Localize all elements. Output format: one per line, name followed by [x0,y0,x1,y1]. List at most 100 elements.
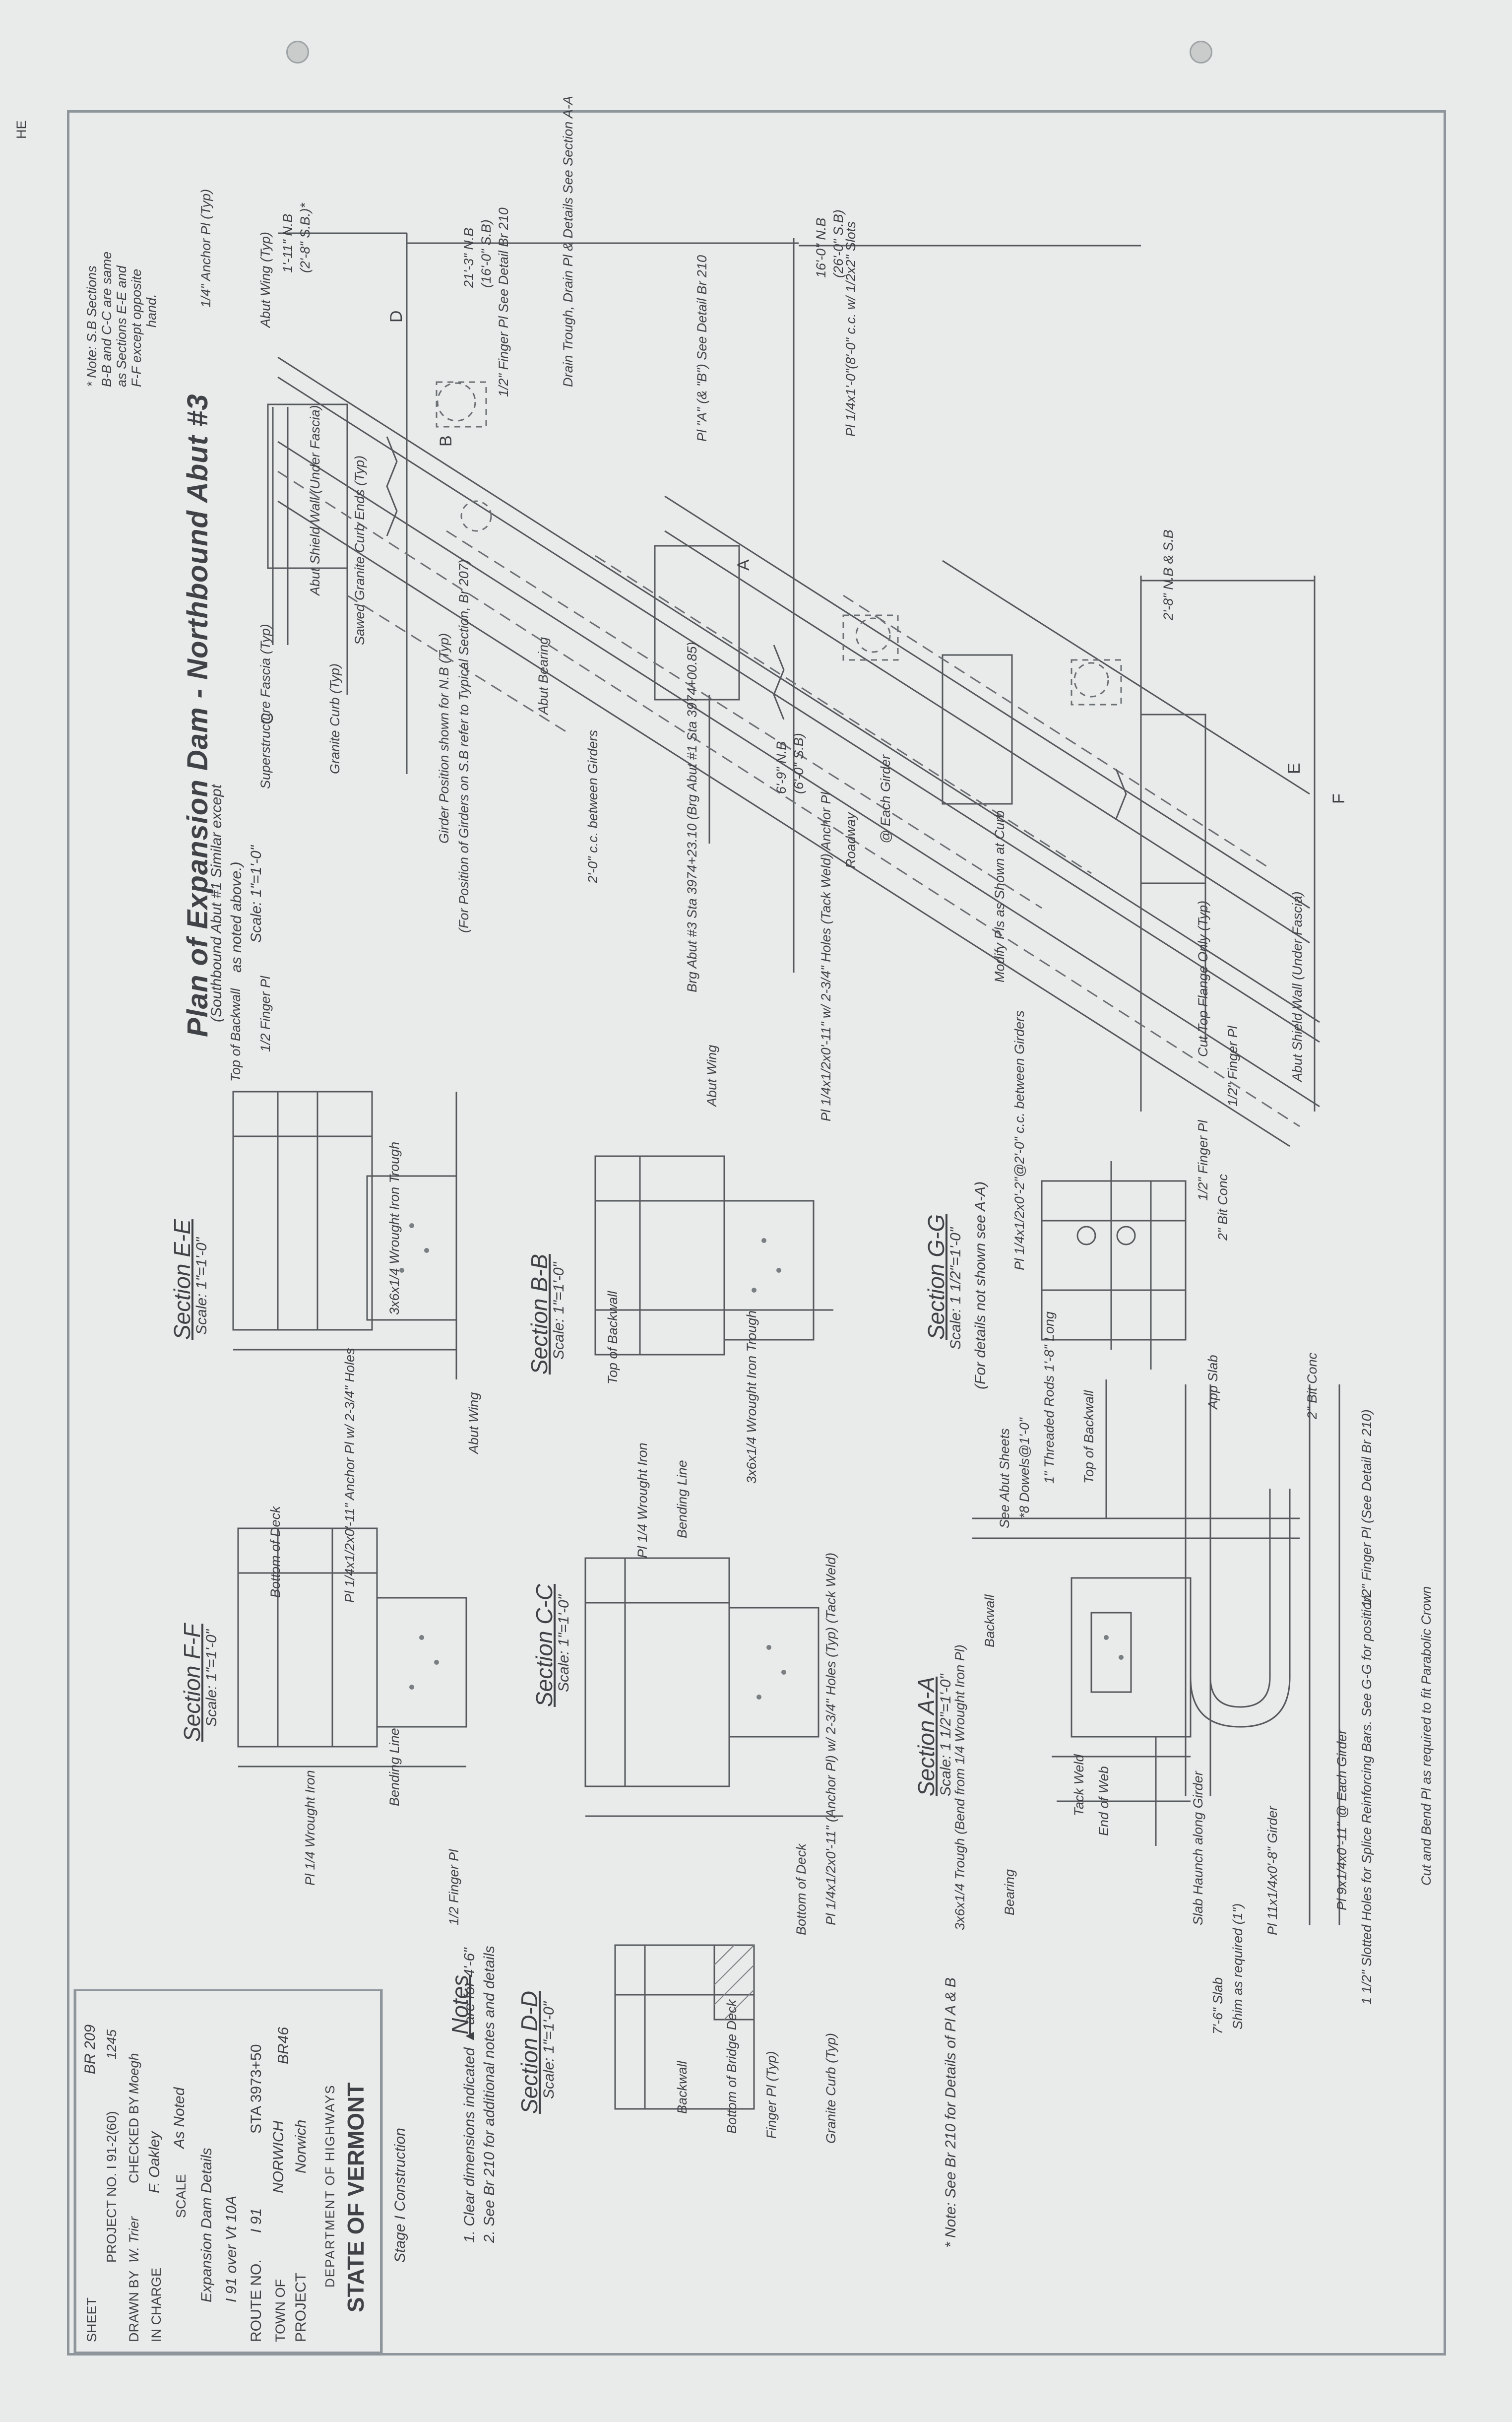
plan-scale: Scale: 1"=1'-0" [248,845,264,943]
section-label: Slab Haunch along Girder [1191,1771,1205,1925]
title-block-sheet-value: BR 209 [82,2024,98,2074]
section-label: Tack Weld [1071,1754,1086,1816]
section-label: Abut Wing [466,1392,481,1454]
section-marker: A [734,559,753,571]
section-label: Bottom of Deck [794,1843,809,1935]
title-block-bridge: BR46 [275,2027,292,2064]
section-label: *8 Dowels@1'-0" [1017,1418,1032,1518]
section-label: Bending Line [387,1728,402,1806]
section-label: Pl 1/4x1/2x0'-11" w/ 2-3/4" Holes (Tack … [819,792,833,1121]
plan-footnote: hand. [144,294,159,327]
plan-label: Abut Wing (Typ) [258,232,273,327]
section-ff-title: Section F-F [179,1624,205,1742]
plan-label: 1/2" Finger Pl See Detail Br 210 [496,207,511,397]
section-label: 1/2 Finger Pl [446,1849,461,1925]
title-block-state: STATE OF VERMONT [343,2082,369,2312]
plan-dimension: 2'-0" c.c. between Girders [585,730,600,883]
punch-hole [286,41,309,64]
section-label: Pl 9x1/4x0'-11" @ Each Girder [1334,1729,1349,1910]
title-block-route-label: ROUTE NO. [248,2259,264,2342]
plan-dimension: 16'-0" N.B [814,217,828,278]
title-block-divider [74,1989,382,1990]
title-block-checked-value: Moegh [126,2053,141,2094]
section-marker: C [258,712,277,724]
section-label: Abut Wing [704,1045,719,1107]
section-label: Granite Curb (Typ) [823,2032,838,2144]
section-label: Top of Backwall [1081,1390,1096,1484]
plan-label: (For Position of Girders on S.B refer to… [456,559,471,933]
plan-dimension: 6'-9" N.B [774,741,789,794]
section-label: Bending Line [675,1460,690,1538]
title-block-line-2: I 91 over Vt 10A [223,2195,240,2302]
title-block-route-value: I 91 [248,2208,264,2233]
title-block-scale-label: SCALE [174,2174,189,2218]
section-aa-title: Section A-A [913,1676,939,1796]
plan-label: Sawed Granite Curb Ends (Typ) [352,455,367,645]
title-block-project-value: Norwich [293,2119,309,2173]
section-gg-note: (For details not shown see A-A) [972,1181,989,1389]
section-label: Pl 1/4x1/2x0'-2"@2'-0" c.c. between Gird… [1012,1010,1027,1270]
section-label: 1/2" Finger Pl (See Detail Br 210) [1359,1409,1374,1608]
plan-dimension: (2'-8" S.B.)* [298,203,313,273]
plan-label: 1/4" Anchor Pl (Typ) [198,189,213,308]
note-2: 2. See Br 210 for additional notes and d… [481,1946,498,2243]
section-label: See Abut Sheets [997,1428,1012,1528]
plan-label: Superstructure Fascia (Typ) [258,624,273,789]
section-cc-title: Section C-C [531,1584,557,1707]
title-block-sheet-label: SHEET [84,2297,99,2342]
section-label: Backwall [675,2061,690,2114]
section-label: Pl 1/4x1/2x0'-11" Anchor Pl w/ 2-3/4" Ho… [342,1348,357,1603]
title-block-dept: DEPARTMENT OF HIGHWAYS [322,2084,337,2288]
section-aa-scale: Scale: 1 1/2"=1'-0" [938,1674,954,1796]
plan-dimension: (16'-0" S.B) [479,219,494,288]
note-1: 1. Clear dimensions indicated ▲ are for … [461,1948,478,2243]
plan-label: Brg Abut #3 Sta 3974+23.10 (Brg Abut #1 … [685,642,699,992]
section-label: 3x6x1/4 Wrought Iron Trough [387,1141,402,1315]
section-label: 7'-6" Slab [1210,1977,1225,2034]
section-label: Pl 1/4x1/2x0'-11" (Anchor Pl) w/ 2-3/4" … [823,1552,838,1925]
section-label: Cut and Bend Pl as required to fit Parab… [1419,1586,1434,1886]
section-label: Shim as required (1") [1230,1903,1245,2029]
section-label: Finger Pl (Typ) [764,2051,779,2139]
section-bb-scale: Scale: 1"=1'-0" [551,1262,567,1360]
title-block-drawn-label: DRAWN BY [126,2270,141,2342]
section-label: Top of Backwall [605,1291,620,1384]
section-marker: E [1285,763,1304,774]
section-label: End of Web [1096,1766,1111,1836]
section-label: 3x6x1/4 Wrought Iron Trough [744,1310,759,1484]
section-marker: D [387,310,406,323]
plan-label: 1/2" Finger Pl [1225,1026,1240,1107]
plan-label: @ Each Girder [878,755,893,844]
title-block-town-label: TOWN OF [273,2279,288,2342]
plan-label: Abut Shield Wall (Under Fascia) [1290,891,1305,1082]
title-block-in-charge-value: F. Oakley [146,2131,163,2194]
plan-footnote: * Note: S.B Sections [84,265,99,387]
section-dd-scale: Scale: 1"=1'-0" [541,2001,557,2099]
section-ff-scale: Scale: 1"=1'-0" [203,1629,220,1727]
title-block-station: STA 3973+50 [248,2044,264,2134]
plan-footnote: B-B and C-C are same [99,251,114,387]
title-block-project-number: PROJECT NO. I 91-2(60) [104,2111,119,2263]
title-block-project-label: PROJECT [293,2272,309,2342]
section-label: App Slab [1205,1355,1220,1409]
plan-label: Roadway [843,812,858,868]
section-label: Pl 1/4 Wrought Iron [635,1442,650,1558]
plan-label: Drain Trough, Drain Pl & Details See Sec… [561,96,575,387]
title-block-line-3: Expansion Dam Details [198,2148,215,2302]
section-label: Bottom of Bridge Deck [724,1999,739,2134]
section-label: 1" Threaded Rods 1'-8" Long [1042,1311,1057,1484]
punch-hole [1190,41,1212,64]
plan-label: Abut Bearing [536,637,551,715]
title-block-stage: Stage I Construction [392,2128,408,2263]
section-label: 2" Bit Conc [1305,1352,1320,1419]
plan-label: Granite Curb (Typ) [327,663,342,774]
title-block-scale-value: As Noted [171,2087,188,2149]
section-gg-title: Section G-G [923,1214,949,1340]
plan-footnote: F-F except opposite [129,268,144,387]
section-label: Bearing [1002,1869,1017,1915]
note-3: * Note: See Br 210 for Details of Pl A &… [943,1977,959,2248]
plan-label: Girder Position shown for N.B (Typ) [437,633,451,844]
title-block-number: 1245 [104,2029,119,2059]
plan-label: Cut Top Flange Only (Typ) [1196,900,1210,1057]
